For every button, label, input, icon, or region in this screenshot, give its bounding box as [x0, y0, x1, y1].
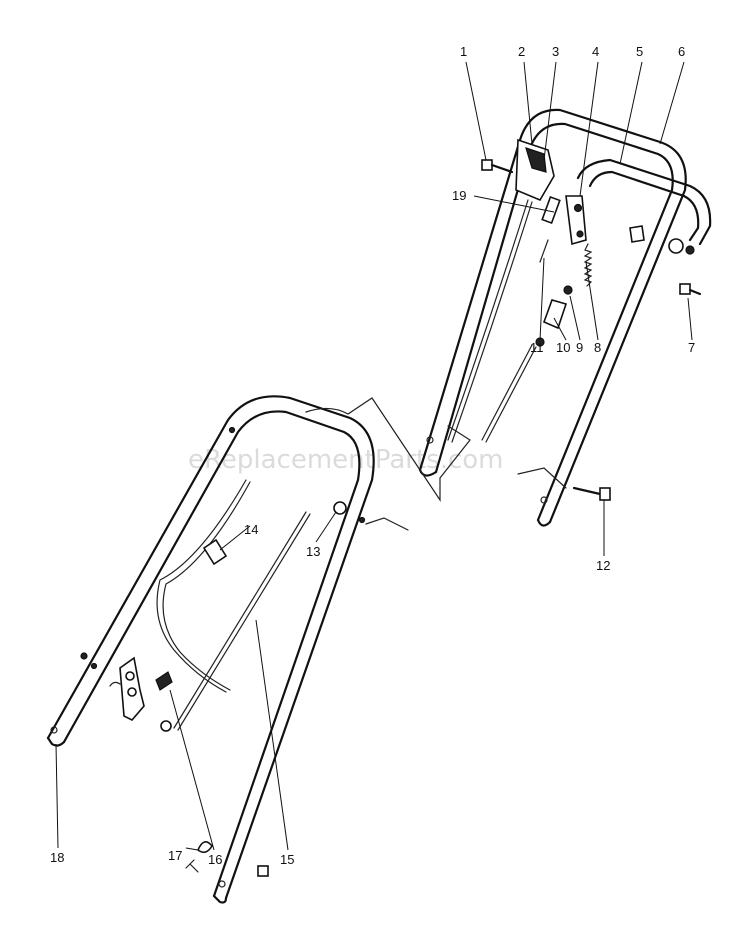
callout-16: 16	[208, 852, 222, 867]
plate-4	[565, 195, 587, 246]
mount-bracket	[109, 656, 173, 732]
lower-handle	[46, 395, 375, 904]
bracket-19	[541, 195, 561, 225]
callout-2: 2	[518, 44, 525, 59]
callout-labels: 1 2 3 4 5 6 7 8 9 10 11 12 13 14 15 16 1…	[50, 44, 695, 867]
sleeve-10	[542, 299, 568, 330]
callout-3: 3	[552, 44, 559, 59]
lower-rod-15	[173, 511, 307, 729]
bolt-12	[517, 467, 611, 501]
nut-9	[563, 285, 573, 295]
callout-14: 14	[244, 522, 258, 537]
callout-11: 11	[530, 340, 544, 355]
upper-cable	[447, 199, 529, 441]
callout-4: 4	[592, 44, 599, 59]
callout-12: 12	[596, 558, 610, 573]
callout-6: 6	[678, 44, 685, 59]
clip-14	[202, 538, 228, 566]
control-bar	[576, 158, 712, 246]
callout-5: 5	[636, 44, 643, 59]
switch-box	[515, 138, 555, 202]
spring-8	[583, 243, 593, 287]
break-line	[305, 397, 471, 502]
callout-8: 8	[594, 340, 601, 355]
callout-10: 10	[556, 340, 570, 355]
callout-17: 17	[168, 848, 182, 863]
callout-15: 15	[280, 852, 294, 867]
callout-13: 13	[306, 544, 320, 559]
callout-9: 9	[576, 340, 583, 355]
hairpin-16-17	[185, 841, 213, 873]
control-rod	[481, 344, 533, 441]
lower-cable	[156, 479, 247, 693]
watermark: eReplacementParts.com	[188, 445, 504, 475]
callout-7: 7	[688, 340, 695, 355]
callout-18: 18	[50, 850, 64, 865]
nut-13	[333, 501, 347, 515]
leader-lines	[55, 61, 693, 851]
bolt-7	[629, 225, 702, 296]
callout-1: 1	[460, 44, 467, 59]
callout-19: 19	[452, 188, 466, 203]
bolt-1	[481, 159, 514, 174]
